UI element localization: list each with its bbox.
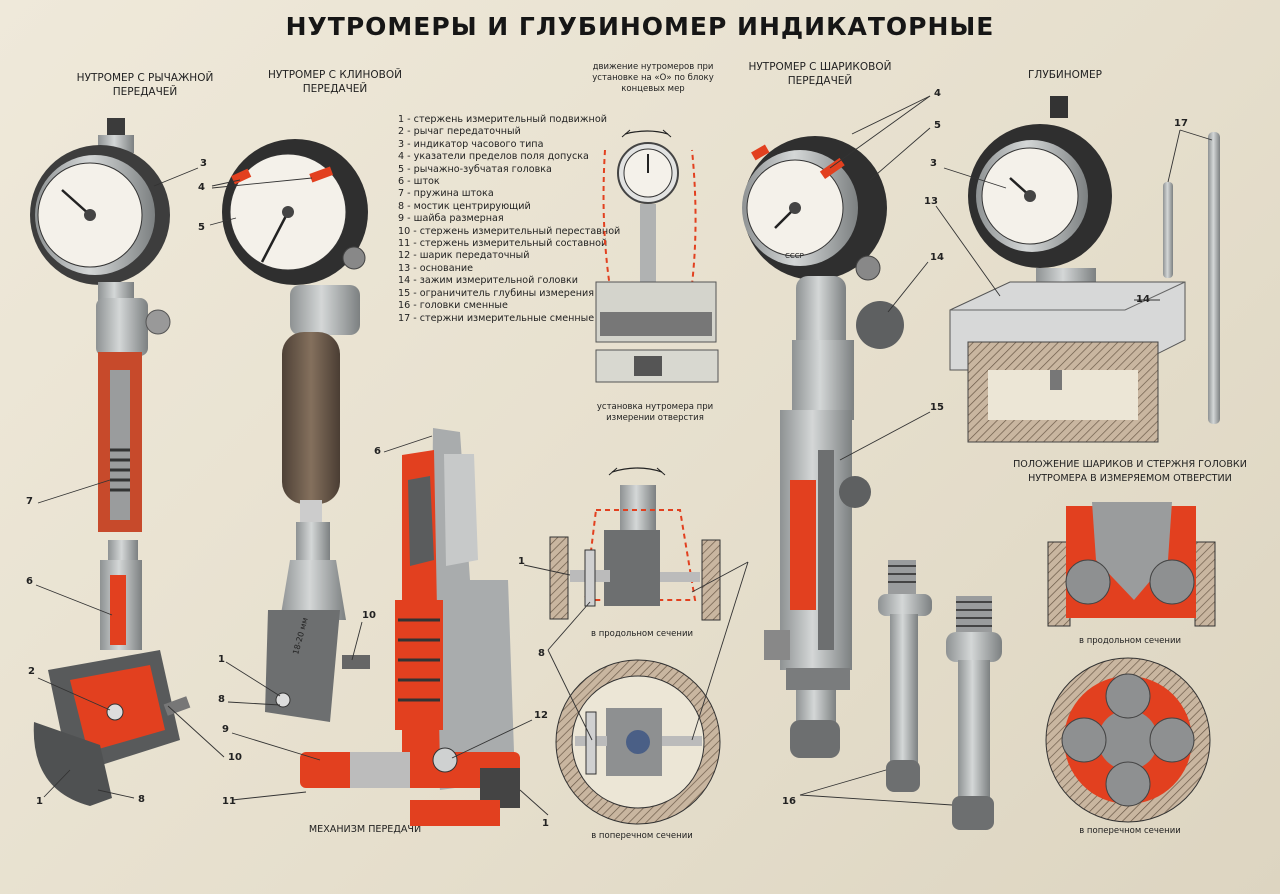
cross-section-diagram: [555, 659, 721, 825]
legend-item: 14 - зажим измерительной головки: [398, 275, 579, 287]
zero-setting-diagram: [595, 129, 719, 383]
legend-item: 9 - шайба размерная: [398, 213, 504, 225]
callout-10: 10: [228, 752, 242, 763]
legend-item: 3 - индикатор часового типа: [398, 138, 544, 150]
callout-14: 14: [930, 252, 944, 263]
leader-lines: [35, 95, 1213, 816]
dial-needle: [260, 211, 290, 263]
callout-3: 3: [200, 158, 207, 169]
callout-4: 4: [198, 182, 205, 193]
callout-5: 5: [934, 120, 941, 131]
depth-gauge: [949, 96, 1220, 443]
transmission-mechanism: [300, 428, 520, 826]
legend-item: 12 - шарик передаточный: [398, 250, 530, 262]
dial-needle: [61, 189, 91, 216]
dial-brand: СССР: [785, 252, 804, 260]
legend-item: 6 - шток: [398, 176, 440, 188]
section-depth-title: ГЛУБИНОМЕР: [1028, 69, 1102, 81]
callout-4: 4: [934, 88, 941, 99]
tolerance-pointer: [751, 144, 770, 161]
callout-1: 1: [518, 556, 525, 567]
interchangeable-heads: [878, 560, 1002, 830]
section-mechanism-title: МЕХАНИЗМ ПЕРЕДАЧИ: [308, 824, 422, 835]
longitudinal-section-diagram: [549, 467, 721, 621]
caption-hole-setting: установка нутромера при измерении отверс…: [596, 402, 714, 423]
legend-item: 2 - рычаг передаточный: [398, 126, 521, 138]
legend-item: 11 - стержень измерительный составной: [398, 238, 608, 250]
callout-16: 16: [782, 796, 796, 807]
legend-item: 5 - рычажно-зубчатая головка: [398, 163, 552, 175]
parts-legend: 1 - стержень измерительный подвижной 2 -…: [398, 114, 621, 325]
dial-crown: [107, 118, 125, 140]
callout-6: 6: [374, 446, 381, 457]
callout-13: 13: [924, 196, 938, 207]
caption-cross-section-1: в поперечном сечении: [591, 831, 693, 841]
section-balls-position-title: ПОЛОЖЕНИЕ ШАРИКОВ И СТЕРЖНЯ ГОЛОВКИ НУТР…: [1013, 459, 1247, 484]
callout-8: 8: [218, 694, 225, 705]
callout-1: 1: [542, 818, 549, 829]
caption-longitudinal-section-1: в продольном сечении: [590, 629, 694, 639]
ball-position-longitudinal: [1047, 502, 1216, 627]
callout-12: 12: [534, 710, 548, 721]
callout-11: 11: [222, 796, 236, 807]
clamp-knob: [856, 301, 904, 349]
callout-2: 2: [28, 666, 35, 677]
legend-item: 4 - указатели пределов поля допуска: [398, 151, 589, 163]
legend-item: 1 - стержень измерительный подвижной: [398, 114, 607, 125]
callout-14: 14: [1136, 294, 1150, 305]
callout-10: 10: [362, 610, 376, 621]
caption-zero-setting: движение нутромеров при установке на «О»…: [592, 62, 714, 94]
callout-17: 17: [1174, 118, 1188, 129]
caption-longitudinal-section-2: в продольном сечении: [1078, 636, 1182, 646]
legend-item: 13 - основание: [398, 262, 473, 274]
tolerance-pointer: [309, 166, 334, 183]
legend-item: 8 - мостик центрирующий: [398, 200, 531, 212]
callout-3: 3: [930, 158, 937, 169]
wedge-bore-gauge: 18-20 мм: [222, 139, 370, 722]
legend-item: 7 - пружина штока: [398, 188, 494, 200]
callout-8: 8: [538, 648, 545, 659]
legend-item: 15 - ограничитель глубины измерения: [398, 287, 595, 299]
callout-6: 6: [26, 576, 33, 587]
section-lever-title: НУТРОМЕР С РЫЧАЖНОЙ ПЕРЕДАЧЕЙ: [76, 72, 214, 98]
section-wedge-title: НУТРОМЕР С КЛИНОВОЙ ПЕРЕДАЧЕЙ: [267, 69, 403, 95]
callout-1: 1: [218, 654, 225, 665]
callout-9: 9: [222, 724, 229, 735]
caption-cross-section-2: в поперечном сечении: [1079, 826, 1181, 836]
legend-item: 10 - стержень измерительный переставной: [398, 225, 621, 237]
callout-15: 15: [930, 402, 944, 413]
poster-title: НУТРОМЕРЫ И ГЛУБИНОМЕР ИНДИКАТОРНЫЕ: [285, 12, 995, 41]
ball-position-cross: [1045, 657, 1211, 823]
legend-item: 17 - стержни измерительные сменные: [398, 312, 595, 324]
section-ball-title: НУТРОМЕР С ШАРИКОВОЙ ПЕРЕДАЧЕЙ: [748, 61, 892, 87]
callout-1: 1: [36, 796, 43, 807]
callout-5: 5: [198, 222, 205, 233]
callout-8: 8: [138, 794, 145, 805]
callout-7: 7: [26, 496, 33, 507]
tolerance-pointer: [819, 157, 845, 179]
lever-bore-gauge: [30, 118, 191, 806]
gauge-handle: [282, 332, 340, 504]
transfer-ball: [432, 747, 458, 773]
legend-item: 16 - головки сменные: [398, 300, 508, 312]
ball-bore-gauge: СССР: [742, 136, 904, 758]
